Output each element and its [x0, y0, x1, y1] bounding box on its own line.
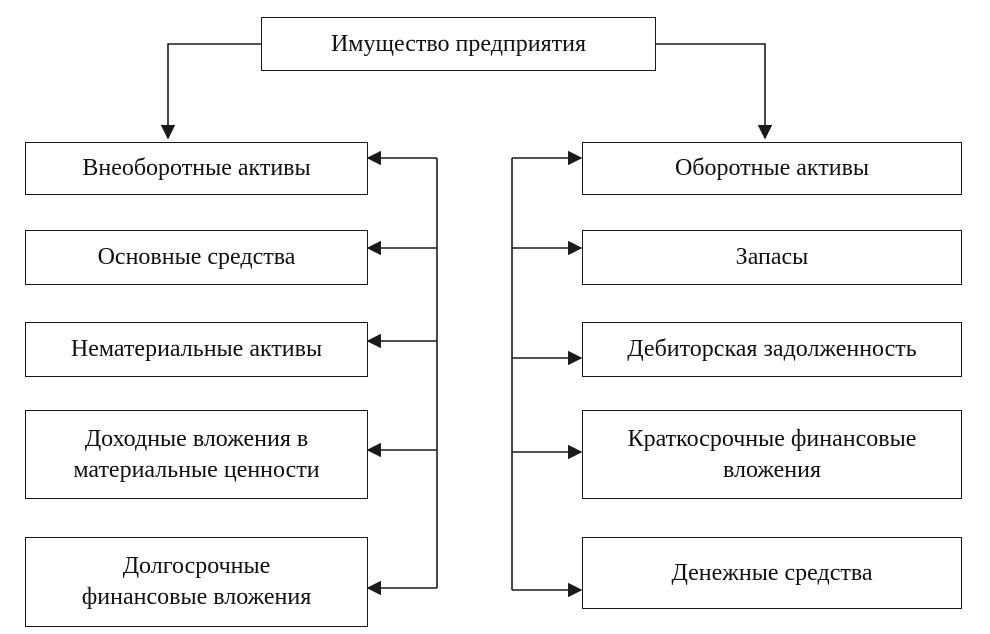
right-item-node: Денежные средства [582, 537, 962, 609]
right-item-label: Денежные средства [671, 559, 873, 586]
left-item-node: Долгосрочные финансовые вложения [25, 537, 368, 627]
right-item-label: Краткосрочные финансовые вложения [627, 425, 917, 483]
right-header-label: Оборотные активы [674, 155, 870, 181]
root-to-right-connector [655, 43, 773, 140]
left-item-node: Нематериальные активы [25, 322, 368, 377]
left-item-label: Основные средства [97, 244, 296, 270]
left-header-label: Внеоборотные активы [82, 155, 311, 181]
root-node: Имущество предприятия [261, 17, 656, 71]
right-item-label: Дебиторская задолженность [627, 336, 917, 362]
left-item-node: Доходные вложения в материальные ценност… [25, 410, 368, 499]
root-to-left-connector [160, 43, 262, 140]
right-item-node: Краткосрочные финансовые вложения [582, 410, 962, 499]
left-header-node: Внеоборотные активы [25, 142, 368, 195]
left-item-node: Основные средства [25, 230, 368, 285]
right-header-node: Оборотные активы [582, 142, 962, 195]
left-item-label: Долгосрочные финансовые вложения [81, 553, 312, 610]
right-item-label: Запасы [735, 244, 809, 270]
right-item-node: Дебиторская задолженность [582, 322, 962, 377]
right-item-node: Запасы [582, 230, 962, 285]
root-node-label: Имущество предприятия [330, 30, 587, 57]
left-item-label: Доходные вложения в материальные ценност… [73, 425, 320, 483]
left-item-label: Нематериальные активы [70, 336, 323, 362]
